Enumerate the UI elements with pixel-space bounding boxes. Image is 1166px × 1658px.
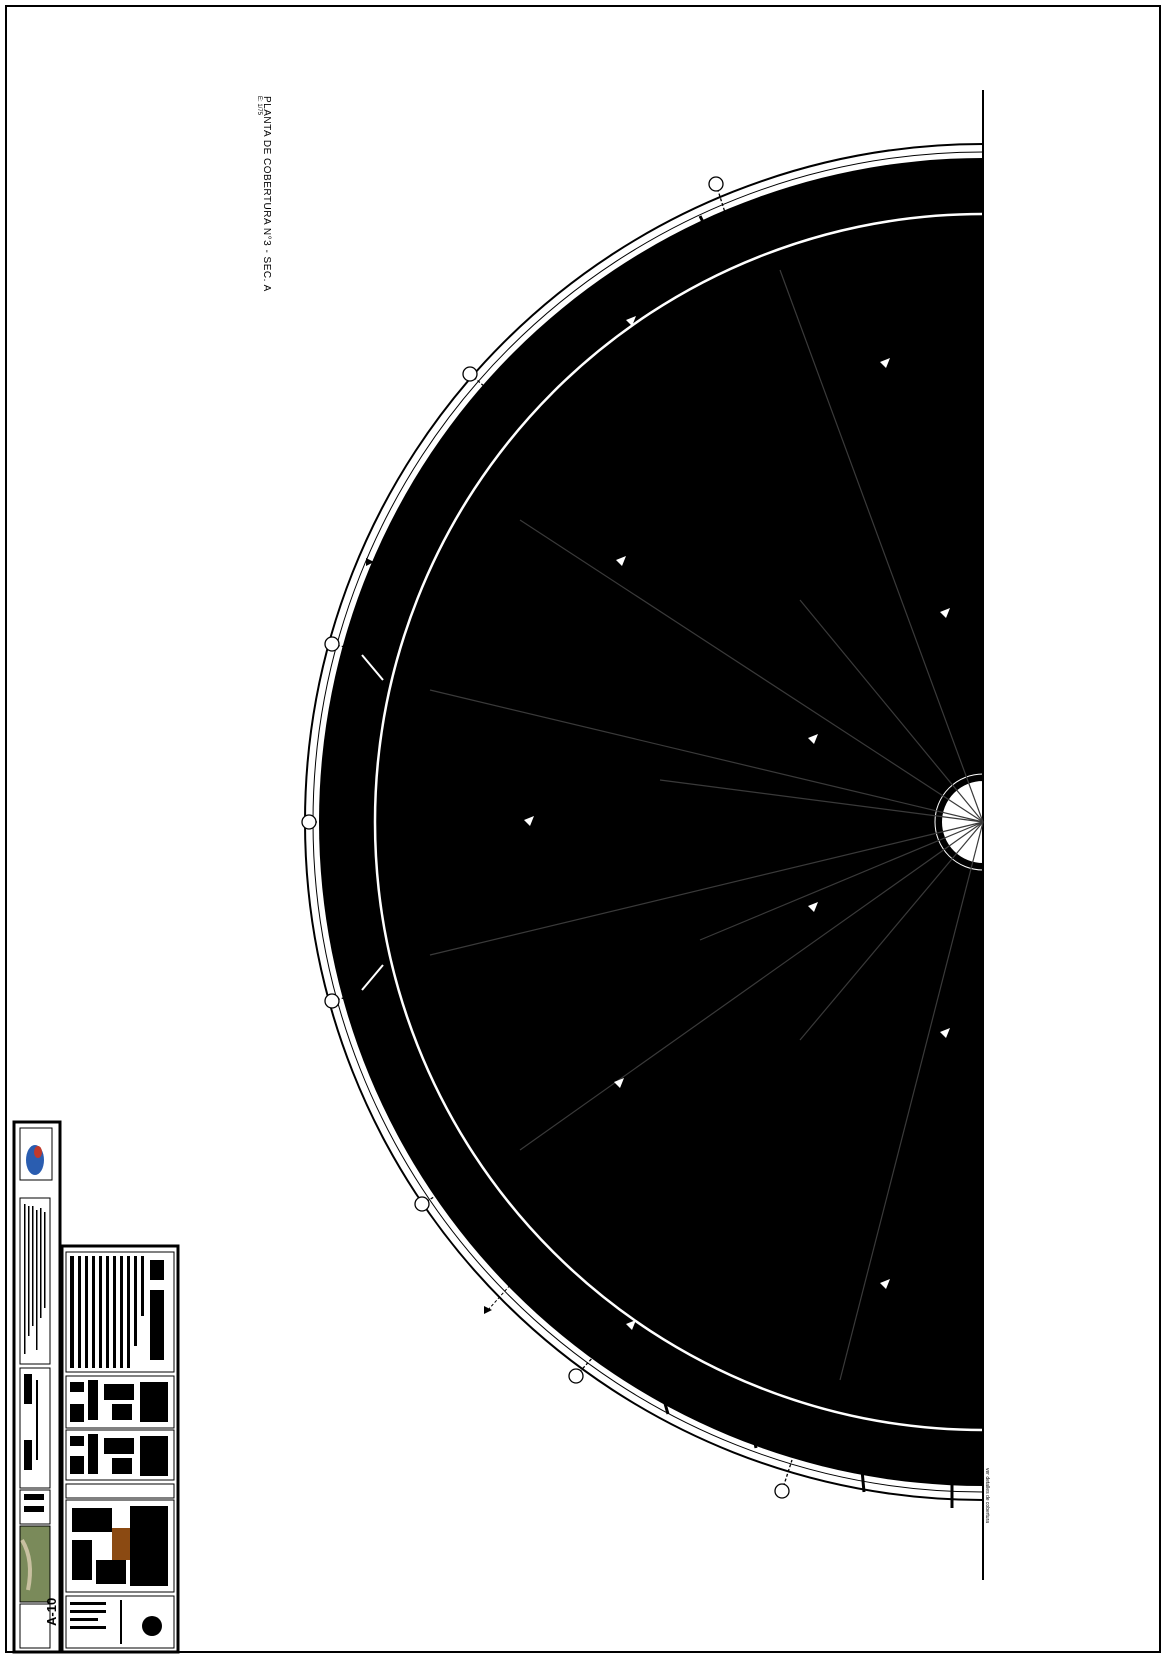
drain-marker (524, 816, 534, 826)
drain-marker (940, 608, 950, 618)
notes-text-lines (24, 1204, 46, 1354)
drain-marker (880, 1279, 890, 1289)
drain-marker (880, 358, 890, 368)
schedule-grid (70, 1256, 164, 1368)
company-logo (19, 1127, 53, 1181)
inner-ring (373, 212, 984, 1432)
grid-bubble (568, 1368, 584, 1384)
leader-line (487, 1273, 521, 1311)
central-opening-ring (934, 773, 984, 871)
sheet-number: A-10 (44, 1597, 59, 1626)
grid-bubbles (301, 176, 793, 1499)
roof-fill (319, 158, 983, 1486)
sheet-number-box (19, 1603, 51, 1649)
roof-plan (301, 90, 984, 1580)
drain-markers (524, 316, 950, 1330)
drain-marker (940, 1028, 950, 1038)
divider-bar (65, 1483, 175, 1499)
ring-notch-top (361, 654, 384, 681)
title-block (12, 1120, 180, 1654)
side-note: ver detalles de cobertura (984, 1468, 990, 1524)
drain-marker (808, 902, 818, 912)
rim-ticks (409, 215, 954, 1508)
drain-marker (616, 556, 626, 566)
grid-bubble (462, 366, 478, 382)
grid-bubble (324, 636, 340, 652)
arrow-mark (338, 850, 346, 858)
grid-bubble (301, 814, 317, 830)
grid-bubble (708, 176, 724, 192)
grid-bubble (774, 1483, 790, 1499)
drain-marker (626, 1320, 636, 1330)
drain-marker (626, 316, 636, 326)
sheet-border (5, 5, 1161, 1653)
drawing-scale: E: 1/75 (256, 96, 262, 116)
grid-bubble (414, 1196, 430, 1212)
ridge-lines (429, 269, 984, 1381)
grid-bubble (324, 993, 340, 1009)
drain-marker (614, 1078, 624, 1088)
key-plan-highlight (112, 1528, 130, 1560)
ring-notch-bottom (361, 964, 384, 991)
site-thumbnail (19, 1525, 51, 1603)
drain-marker (808, 734, 818, 744)
drawing-title: PLANTA DE COBERTURA N°3 - SEC. A (261, 96, 272, 292)
